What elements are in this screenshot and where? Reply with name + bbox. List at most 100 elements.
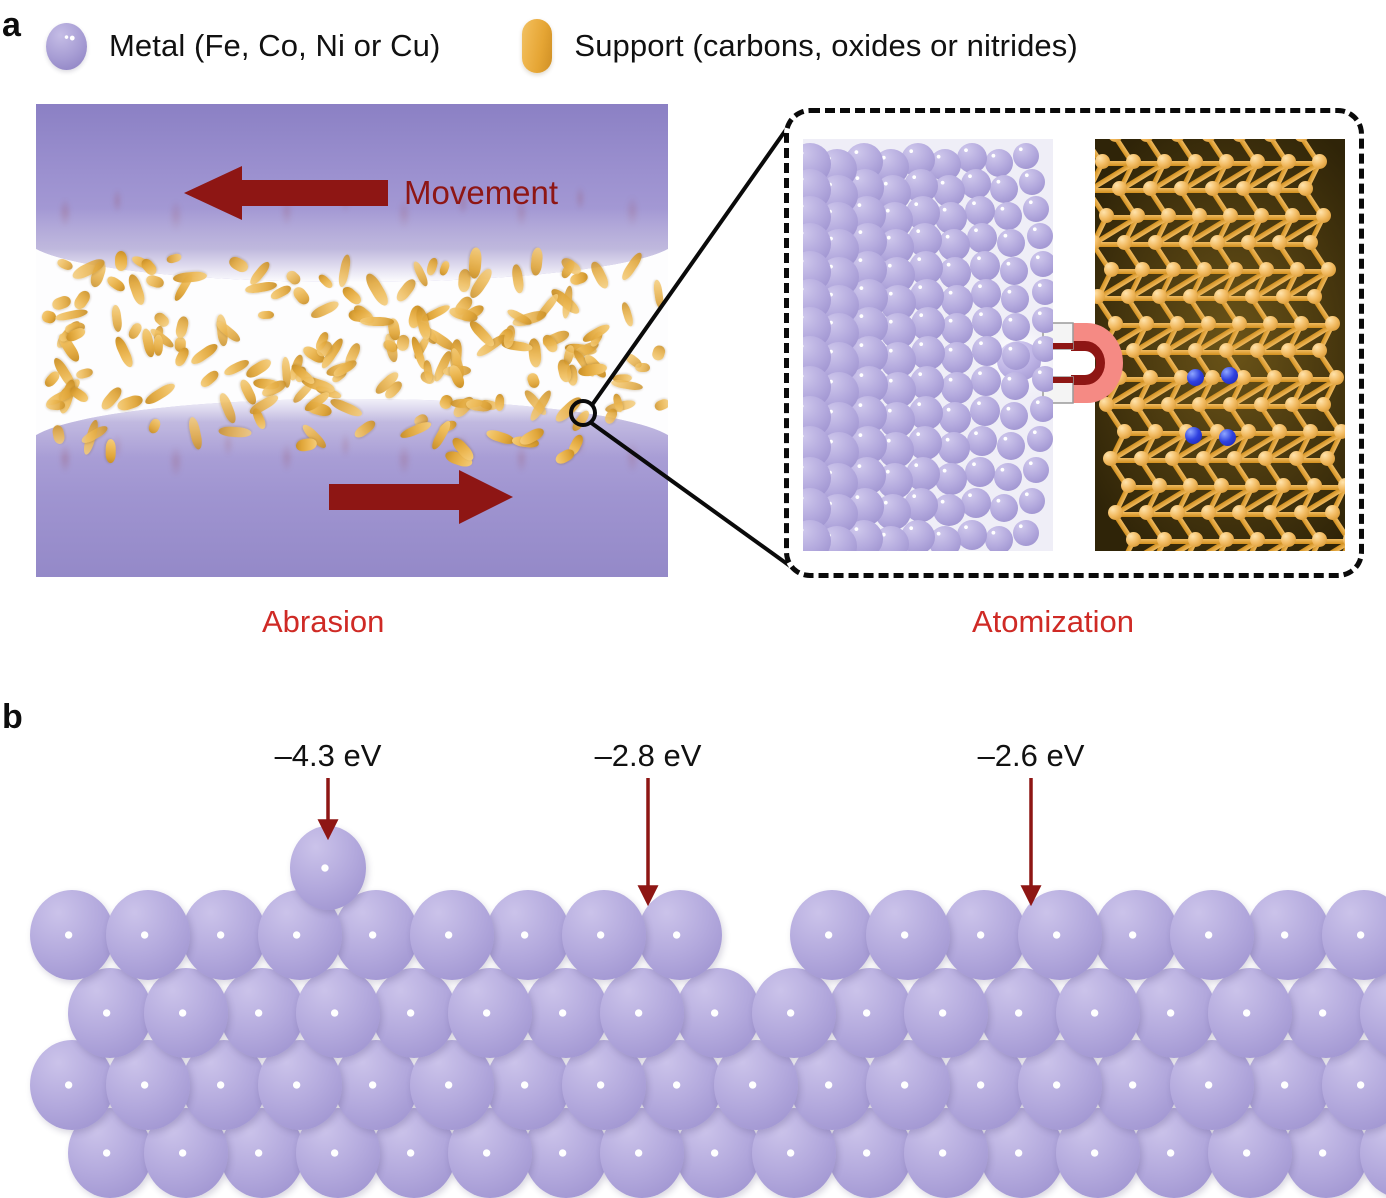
metal-atom bbox=[970, 365, 1001, 396]
movement-arrow-right bbox=[329, 470, 513, 524]
legend-item-metal: Metal (Fe, Co, Ni or Cu) bbox=[46, 22, 440, 70]
lattice-bond bbox=[1141, 458, 1173, 463]
support-atom bbox=[1307, 478, 1323, 493]
lattice-bond bbox=[1159, 485, 1191, 490]
lattice-bond bbox=[1159, 296, 1191, 301]
metal-atom bbox=[971, 307, 1002, 338]
debris-rod bbox=[75, 367, 95, 380]
support-atom bbox=[1116, 424, 1132, 439]
support-atom bbox=[1156, 343, 1172, 358]
debris-rod bbox=[54, 307, 89, 323]
debris-rod bbox=[71, 288, 93, 312]
lattice-atom bbox=[106, 890, 190, 980]
support-atom bbox=[1161, 208, 1177, 223]
support-atom bbox=[1134, 451, 1150, 466]
metal-atom bbox=[939, 401, 972, 434]
energy-label-terrace: –2.6 eV bbox=[977, 738, 1085, 773]
support-atom bbox=[1267, 370, 1283, 385]
debris-rod bbox=[610, 378, 643, 392]
debris-rod bbox=[352, 417, 378, 440]
lattice-bond bbox=[1163, 161, 1195, 166]
lattice-bond bbox=[1095, 242, 1124, 247]
metal-atom bbox=[969, 395, 1000, 426]
metal-atom bbox=[940, 371, 973, 404]
support-atom bbox=[1258, 262, 1274, 277]
support-atom bbox=[1316, 208, 1332, 223]
metal-atom bbox=[971, 336, 1002, 367]
nitrogen-dopant-atom bbox=[1187, 369, 1204, 386]
support-atom bbox=[1298, 181, 1314, 196]
debris-rod bbox=[105, 274, 128, 295]
lattice-bond bbox=[1101, 161, 1133, 166]
lattice-atom bbox=[980, 968, 1064, 1058]
support-atom bbox=[1258, 451, 1274, 466]
debris-rod bbox=[467, 318, 497, 350]
lattice-bond bbox=[1265, 458, 1297, 463]
metal-atom bbox=[997, 228, 1026, 257]
lattice-atom bbox=[904, 968, 988, 1058]
debris-rod bbox=[359, 316, 395, 327]
support-atom bbox=[1249, 154, 1265, 169]
support-atom bbox=[1218, 532, 1234, 547]
support-atom bbox=[1324, 505, 1340, 520]
lattice-bond bbox=[1185, 242, 1217, 247]
lattice-bond bbox=[1150, 377, 1182, 382]
arrow-head-icon bbox=[184, 166, 242, 220]
lattice-bond bbox=[1176, 512, 1208, 517]
support-atom bbox=[1174, 181, 1190, 196]
metal-atom bbox=[993, 201, 1022, 230]
lattice-bond bbox=[1238, 323, 1270, 328]
support-atom bbox=[1095, 235, 1101, 250]
metal-atom bbox=[910, 307, 945, 342]
lattice-atom bbox=[372, 968, 456, 1058]
support-atom bbox=[1107, 316, 1123, 331]
lattice-bond bbox=[1154, 242, 1186, 247]
lattice-bond bbox=[1207, 323, 1239, 328]
lattice-bond bbox=[1230, 215, 1262, 220]
lattice-atom bbox=[752, 968, 836, 1058]
debris-rod bbox=[485, 427, 516, 446]
debris-rod bbox=[50, 294, 72, 312]
debris-rod bbox=[154, 335, 164, 357]
support-atom bbox=[1130, 397, 1145, 412]
lattice-bond bbox=[1225, 350, 1257, 355]
lattice-bond bbox=[1106, 404, 1137, 409]
support-atom bbox=[1231, 505, 1247, 520]
debris-rod bbox=[653, 397, 668, 412]
support-atom bbox=[1174, 370, 1190, 385]
support-atom bbox=[1236, 370, 1252, 385]
debris-rod bbox=[110, 304, 124, 333]
lattice-bond bbox=[1287, 350, 1319, 355]
lattice-atom bbox=[562, 890, 646, 980]
nitrogen-dopant-atom bbox=[1185, 427, 1202, 444]
lattice-bond bbox=[1114, 323, 1146, 328]
metal-atom bbox=[1001, 371, 1030, 400]
support-atom bbox=[1099, 208, 1115, 223]
support-atom bbox=[1152, 289, 1168, 304]
support-atom bbox=[1196, 262, 1212, 277]
panel-a-letter: a bbox=[2, 6, 21, 44]
support-atom bbox=[1333, 424, 1345, 439]
lattice-bond bbox=[1194, 539, 1226, 544]
debris-rod bbox=[283, 268, 302, 287]
support-atom bbox=[1293, 316, 1309, 331]
metal-atom bbox=[1026, 222, 1053, 249]
lattice-atom bbox=[182, 890, 266, 980]
support-atom bbox=[1187, 532, 1203, 547]
support-atom bbox=[1205, 181, 1221, 196]
lattice-bond bbox=[1309, 431, 1341, 436]
metal-atom bbox=[970, 278, 1001, 309]
support-atom bbox=[1103, 262, 1119, 277]
debris-rod bbox=[218, 425, 253, 438]
support-atom bbox=[1262, 316, 1278, 331]
lattice-bond bbox=[1225, 161, 1257, 166]
support-atom bbox=[1121, 478, 1137, 493]
support-atom bbox=[1280, 343, 1296, 358]
debris-rod bbox=[173, 315, 190, 340]
support-atom bbox=[1138, 505, 1154, 520]
nitrogen-dopant-atom bbox=[1219, 429, 1236, 446]
energy-label-adatom: –4.3 eV bbox=[274, 738, 382, 773]
lattice-bond bbox=[1305, 377, 1337, 382]
support-atom bbox=[1342, 532, 1345, 547]
support-atom bbox=[1138, 316, 1154, 331]
